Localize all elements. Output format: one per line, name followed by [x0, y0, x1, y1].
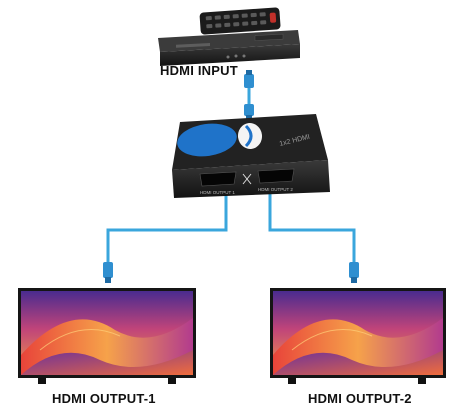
- splitter-port-2: HDMI OUTPUT 2: [257, 168, 295, 192]
- remote-control-icon: [199, 7, 281, 35]
- splitter-port-1-label: HDMI OUTPUT 1: [200, 190, 235, 195]
- hdmi-splitter-icon: 1x2 HDMI HDMI OUTPUT 1 HDMI OUTPUT 2: [172, 114, 330, 198]
- cable-output-1: [106, 190, 228, 262]
- cable-output-2: [268, 190, 356, 262]
- dvd-player-icon: [158, 30, 300, 66]
- output-1-connector: [103, 262, 113, 283]
- television-icon: [18, 288, 196, 384]
- output-2-connector: [349, 262, 359, 283]
- splitter-port-2-label: HDMI OUTPUT 2: [258, 187, 293, 192]
- splitter-separator-x: [242, 173, 252, 185]
- hdmi-output-1-label: HDMI OUTPUT-1: [52, 391, 156, 406]
- input-cable-connector: [244, 70, 254, 88]
- splitter-port-1: HDMI OUTPUT 1: [199, 171, 237, 195]
- hdmi-input-label: HDMI INPUT: [160, 63, 238, 78]
- hdmi-output-2-label: HDMI OUTPUT-2: [308, 391, 412, 406]
- television-icon-2: [270, 288, 446, 384]
